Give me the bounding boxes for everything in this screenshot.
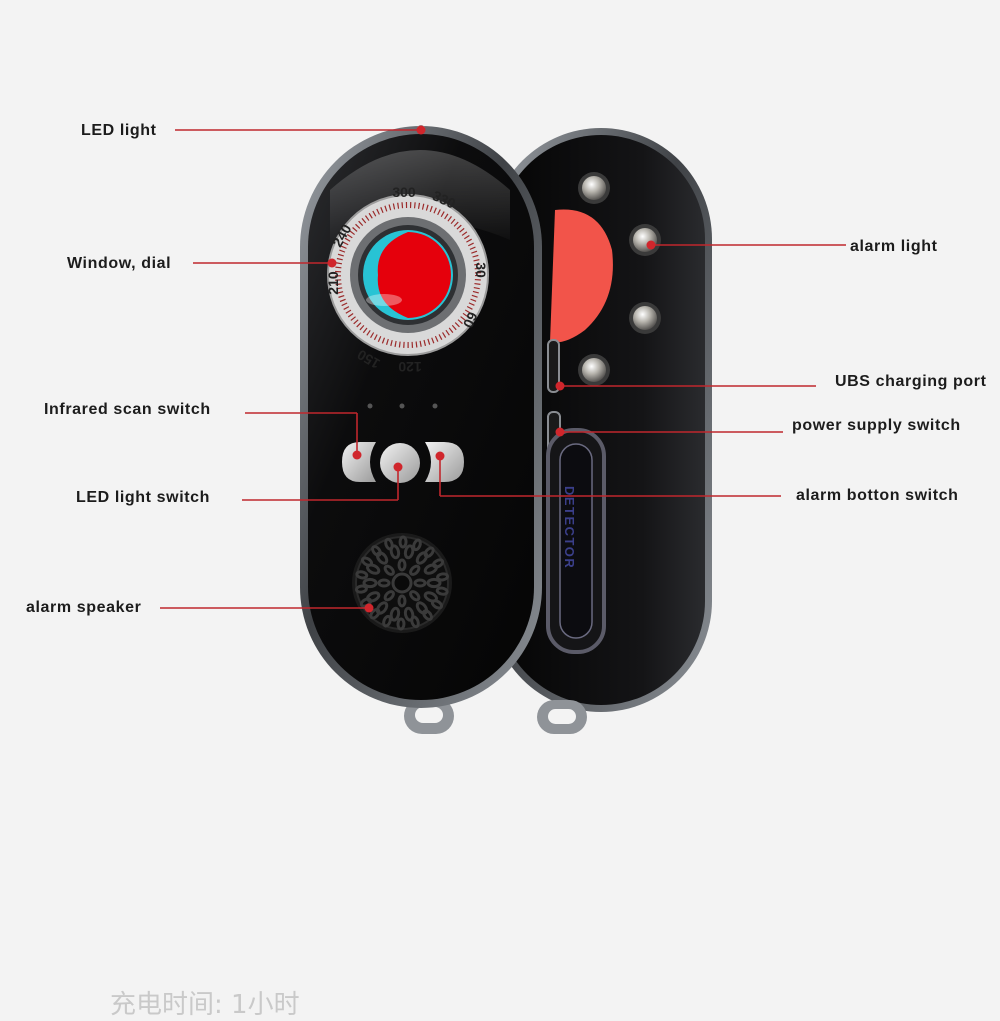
speaker-hole — [384, 537, 394, 551]
label-alarm-light: alarm light — [850, 238, 938, 255]
speaker-hole — [410, 615, 420, 629]
speaker-hole — [426, 577, 442, 589]
speaker-hole — [355, 570, 369, 580]
speaker-hole — [422, 609, 433, 621]
dial-number: 210 — [325, 271, 341, 295]
speaker-hole — [375, 551, 389, 565]
speaker-hole — [369, 607, 381, 620]
dial-number: 30 — [473, 262, 489, 278]
dial: 300 330 30 60 120 150 210 240 — [325, 184, 489, 375]
speaker-hole — [360, 556, 374, 567]
speaker-hole — [371, 545, 382, 557]
speaker-hole — [397, 558, 407, 572]
speaker-grille-icon — [352, 533, 452, 633]
speaker-hole — [377, 578, 391, 588]
label-power-supply-switch: power supply switch — [792, 417, 961, 434]
speaker-hole — [403, 544, 415, 560]
usb-port — [547, 339, 560, 393]
speaker-hole — [413, 578, 427, 588]
speaker-hole — [431, 558, 445, 569]
label-window-dial: Window, dial — [67, 255, 172, 272]
speaker-hole — [398, 535, 408, 549]
speaker-hole — [412, 538, 422, 552]
label-usb-charging-port: UBS charging port — [835, 373, 987, 390]
dial-number: 120 — [398, 359, 422, 375]
label-alarm-speaker: alarm speaker — [26, 599, 142, 616]
speaker-hole — [436, 572, 450, 582]
dial-number: 300 — [392, 184, 416, 200]
label-led-light-switch: LED light switch — [76, 489, 211, 506]
speaker-hole — [415, 601, 429, 615]
speaker-hole — [383, 564, 395, 576]
label-led-light: LED light — [81, 122, 157, 139]
speaker-hole — [430, 599, 444, 610]
speaker-hole — [396, 617, 406, 631]
speaker-hole — [382, 614, 392, 628]
back-sensor-window — [550, 209, 613, 343]
speaker-hole — [397, 594, 407, 608]
detector-side-text: DETECTOR — [562, 486, 577, 569]
speaker-hole — [362, 577, 378, 589]
dial-number: 60 — [460, 310, 481, 331]
speaker-hole — [423, 546, 435, 559]
speaker-hole — [389, 606, 401, 622]
label-alarm-botton-switch: alarm botton switch — [796, 487, 959, 504]
infrared-scan-button — [342, 442, 376, 482]
footer-caption: 充电时间: 1小时 — [110, 990, 300, 1020]
alarm-button — [425, 442, 464, 482]
speaker-hole — [409, 590, 421, 602]
speaker-hole — [435, 586, 449, 596]
callout-lines — [160, 125, 846, 613]
front-device: 300 330 30 60 120 150 210 240 — [300, 125, 542, 734]
label-infrared-scan-switch: Infrared scan switch — [44, 401, 211, 418]
back-device: DETECTOR — [490, 128, 712, 734]
speaker-hole — [409, 564, 421, 576]
speaker-hole — [354, 584, 368, 594]
product-illustration: DETECTOR 300 — [160, 125, 846, 734]
alarm-light-icon — [578, 172, 661, 386]
lens-red-window — [377, 232, 451, 318]
speaker-hole — [383, 590, 395, 602]
